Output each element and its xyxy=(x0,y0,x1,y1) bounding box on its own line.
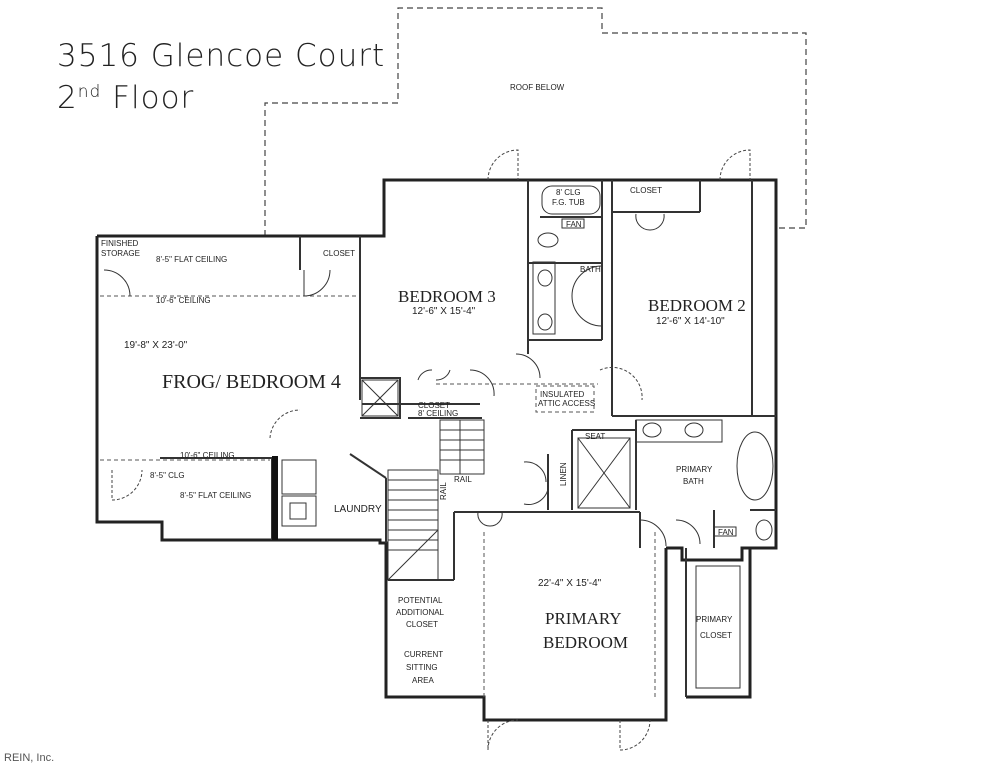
flat-ceiling-top-label: 8'-5" FLAT CEILING xyxy=(156,255,227,264)
primary-name-2: BEDROOM xyxy=(543,633,628,652)
primary-closet-label-1: PRIMARY xyxy=(696,615,733,624)
frog-closet-label: CLOSET xyxy=(323,249,355,258)
primary-sink-1 xyxy=(642,422,662,438)
laundry-wall xyxy=(272,456,278,540)
closet-8ft-label-1: CLOSET xyxy=(418,401,450,410)
toilet-1 xyxy=(537,232,559,248)
roof-outline xyxy=(264,7,807,236)
bedroom2-dimensions: 12'-6" X 14'-10" xyxy=(656,316,725,327)
potential-label-1: POTENTIAL xyxy=(398,596,443,605)
fan-label-2: FAN xyxy=(718,528,734,537)
roof-below-label: ROOF BELOW xyxy=(510,83,565,92)
primary-sink-2 xyxy=(684,422,704,438)
bath-sink-2 xyxy=(537,313,553,331)
door-swings xyxy=(111,149,751,751)
plan-title-address: 3516 Glencoe Court xyxy=(57,38,386,74)
bed2-closet-label: CLOSET xyxy=(630,186,662,195)
tub-clg-label-1: 8' CLG xyxy=(556,188,581,197)
primary-dimensions: 22'-4" X 15'-4" xyxy=(538,578,602,589)
closet-8ft-label-2: 8' CEILING xyxy=(418,409,458,418)
floor-word: Floor xyxy=(101,80,195,116)
rail-label-1: RAIL xyxy=(454,475,472,484)
laundry-label: LAUNDRY xyxy=(334,504,382,515)
primary-closet-island xyxy=(695,565,741,689)
primary-tub xyxy=(736,431,774,501)
exterior-walls xyxy=(95,178,778,722)
ceiling-lines xyxy=(100,295,656,697)
potential-label-3: CLOSET xyxy=(406,620,438,629)
frog-room-name: FROG/ BEDROOM 4 xyxy=(162,371,341,393)
rail-label-2: RAIL xyxy=(439,482,448,500)
potential-label-2: ADDITIONAL xyxy=(396,608,445,617)
sitting-label-2: SITTING xyxy=(406,663,438,672)
primary-vanity xyxy=(635,419,723,443)
storage-label-2: STORAGE xyxy=(101,249,140,258)
fan-box-1 xyxy=(561,218,585,229)
tub-clg-label-2: F.G. TUB xyxy=(552,198,585,207)
stairs xyxy=(387,419,485,581)
frog-dimensions: 19'-8" X 23'-0" xyxy=(124,340,188,351)
clg-bottom-label: 8'-5" CLG xyxy=(150,471,185,480)
sink-icon xyxy=(289,502,307,520)
bath-vanity xyxy=(532,261,556,335)
sitting-label-1: CURRENT xyxy=(404,650,443,659)
attic-label-1: INSULATED xyxy=(540,390,585,399)
washer xyxy=(281,459,317,495)
primary-name-1: PRIMARY xyxy=(545,609,622,628)
interior-walls xyxy=(160,180,776,697)
plan-title-floor: 2nd Floor xyxy=(57,80,194,116)
bedroom2-name: BEDROOM 2 xyxy=(648,296,746,315)
floor-number: 2 xyxy=(57,80,78,116)
door-arcs-solid xyxy=(103,213,701,547)
fg-tub xyxy=(541,185,601,215)
flat-ceiling-bottom-label: 8'-5" FLAT CEILING xyxy=(180,491,251,500)
chase-boxes xyxy=(361,379,631,509)
watermark: REIN, Inc. xyxy=(4,752,55,764)
bedroom3-dimensions: 12'-6" X 15'-4" xyxy=(412,306,476,317)
fan-label-1: FAN xyxy=(566,220,582,229)
primary-bath-label-2: BATH xyxy=(683,477,704,486)
primary-closet-label-2: CLOSET xyxy=(700,631,732,640)
linen-label: LINEN xyxy=(559,462,568,486)
fan-box-2 xyxy=(713,526,737,537)
primary-bath-label-1: PRIMARY xyxy=(676,465,713,474)
sitting-label-3: AREA xyxy=(412,676,434,685)
ceiling-top-label: 10'-6" CEILING xyxy=(156,296,211,305)
toilet-2 xyxy=(755,519,773,541)
storage-label-1: FINISHED xyxy=(101,239,139,248)
floor-ordinal: nd xyxy=(77,82,102,102)
bedroom3-name: BEDROOM 3 xyxy=(398,287,496,306)
seat-label: SEAT xyxy=(585,432,605,441)
ceiling-bottom-label: 10'-6" CEILING xyxy=(180,451,235,460)
attic-label-2: ATTIC ACCESS xyxy=(538,399,595,408)
bath-sink-1 xyxy=(537,269,553,287)
bath-label: BATH xyxy=(580,265,601,274)
dryer xyxy=(281,495,317,527)
